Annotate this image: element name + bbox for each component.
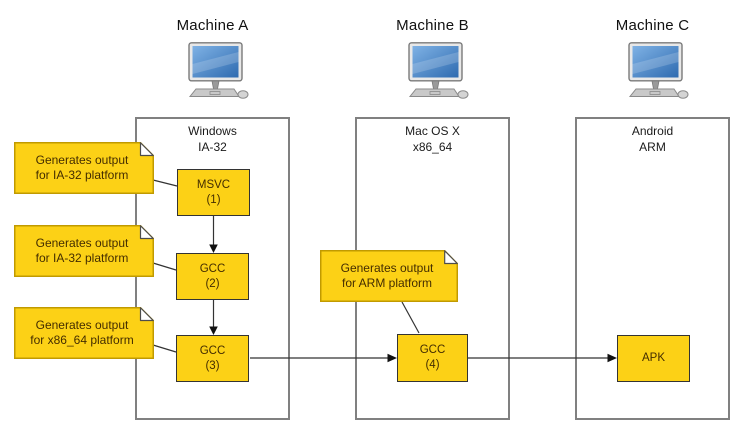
os-line: Windows	[188, 124, 237, 138]
computer-icon	[628, 42, 689, 99]
note-fold-corner	[139, 307, 154, 322]
keyboard	[628, 88, 680, 97]
mouse-icon	[237, 90, 249, 99]
machine-b-title: Machine B	[396, 17, 469, 34]
node-gcc-2: GCC (2)	[176, 253, 249, 300]
note-text: Generates output for ARM platform	[340, 260, 434, 291]
node-label: GCC	[199, 262, 226, 275]
os-line: IA-32	[198, 140, 227, 154]
monitor-screen	[412, 46, 459, 78]
os-line: Android	[631, 124, 674, 138]
note-arm: Generates output for ARM platform	[320, 250, 458, 302]
monitor-screen	[192, 46, 239, 78]
node-gcc-4: GCC (4)	[397, 334, 468, 382]
node-gcc-3: GCC (3)	[176, 335, 249, 382]
mouse-icon	[677, 90, 689, 99]
os-line: ARM	[639, 140, 666, 154]
machine-a-os-label: Windows IA-32	[135, 123, 290, 155]
node-apk: APK	[617, 335, 690, 382]
computer-icon	[408, 42, 469, 99]
machine-c-box	[575, 117, 730, 420]
monitor-stand	[211, 80, 220, 90]
note-x86-64: Generates output for x86_64 platform	[14, 307, 154, 359]
note-ia32-1: Generates output for IA-32 platform	[14, 142, 154, 194]
node-label: GCC	[419, 344, 446, 356]
node-label: MSVC	[196, 178, 231, 191]
keyboard	[408, 88, 460, 97]
monitor-stand	[431, 80, 440, 90]
node-msvc-1: MSVC (1)	[177, 169, 250, 216]
note-text: Generates output for IA-32 platform	[35, 235, 129, 266]
node-sub: (3)	[205, 359, 220, 372]
note-shape	[320, 250, 458, 302]
node-label: APK	[641, 352, 665, 364]
machine-a-title: Machine A	[176, 17, 249, 34]
node-label: GCC	[199, 344, 226, 357]
note-shape	[14, 225, 154, 277]
note-fold-corner	[444, 250, 458, 265]
note-text: Generates output for x86_64 platform	[30, 317, 134, 348]
monitor-screen	[632, 46, 679, 78]
note-shape	[14, 307, 154, 359]
machine-b-os-label: Mac OS X x86_64	[355, 123, 510, 155]
keyboard	[188, 88, 240, 97]
os-line: x86_64	[412, 140, 453, 154]
node-sub: (4)	[425, 359, 440, 371]
node-sub: (1)	[206, 193, 221, 206]
note-fold-corner	[139, 225, 154, 240]
machine-c-title: Machine C	[615, 17, 690, 34]
node-sub: (2)	[205, 277, 220, 290]
note-fold-corner	[139, 142, 154, 157]
note-text: Generates output for IA-32 platform	[35, 152, 129, 183]
computer-icon	[188, 42, 249, 99]
note-shape	[14, 142, 154, 194]
os-line: Mac OS X	[405, 124, 460, 138]
mouse-icon	[457, 90, 469, 99]
monitor-stand	[651, 80, 660, 90]
machine-c-os-label: Android ARM	[575, 123, 730, 155]
note-ia32-2: Generates output for IA-32 platform	[14, 225, 154, 277]
